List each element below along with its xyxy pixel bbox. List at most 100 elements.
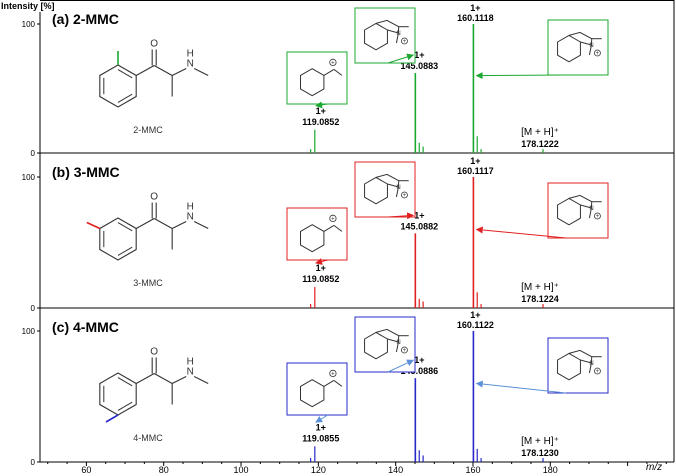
oxygen-atom: O: [150, 39, 158, 50]
bond: [135, 65, 155, 76]
benzene-ring: [99, 217, 137, 261]
peak-charge: 1+: [414, 210, 424, 220]
peak-label: 178.1222: [521, 139, 559, 149]
fragment-bond: [333, 224, 343, 232]
fragment-bond: [588, 44, 592, 56]
cation-charge-icon: [401, 37, 408, 45]
peak-label: 145.0886: [401, 366, 439, 376]
plus-sign: +: [331, 216, 335, 222]
peak-label: 145.0883: [401, 61, 439, 71]
peak-charge: 1+: [414, 355, 424, 365]
plus-sign: +: [331, 371, 335, 377]
bond: [153, 373, 173, 384]
fragment-bond: [333, 69, 343, 76]
peak-charge: 1+: [414, 50, 424, 60]
x-tick-label: 140: [388, 465, 403, 475]
fragment-bond: [588, 362, 592, 374]
x-tick-label: 100: [234, 465, 249, 475]
bond: [193, 68, 209, 76]
bond: [171, 221, 187, 229]
methyl-substituent: [86, 221, 101, 230]
x-axis-title: m/z: [646, 462, 662, 473]
fragment-arrow: [315, 101, 328, 109]
plus-sign: +: [403, 348, 407, 354]
peak-charge: 1+: [470, 3, 480, 13]
cation-charge-icon: [401, 346, 408, 354]
peak-charge: 1+: [470, 156, 480, 166]
peak-charge: 1+: [316, 263, 326, 273]
fragment-box: [286, 207, 348, 261]
fragment-bond: [395, 186, 399, 198]
fragment-bond: [395, 32, 399, 44]
peak-label: 145.0882: [401, 221, 439, 231]
bond: [135, 218, 155, 229]
compound-label: 4-MMC: [133, 433, 163, 443]
fragment-box: [354, 161, 416, 218]
fragment-arrow: [475, 226, 567, 239]
compound-label: 2-MMC: [133, 125, 163, 135]
peak-label: 178.1224: [521, 294, 559, 304]
fragment-bond: [323, 68, 335, 76]
benzene-ring: [99, 372, 137, 416]
peak-label: 178.1230: [521, 448, 559, 458]
x-tick-label: 120: [311, 465, 326, 475]
cation-charge-icon: [594, 212, 601, 220]
peak-label: 160.1118: [457, 13, 494, 23]
plus-sign: +: [403, 193, 407, 199]
benzene-ring: [99, 64, 137, 108]
panel-title: (a) 2-MMC: [52, 11, 119, 27]
peak-label: 119.0852: [302, 274, 339, 284]
amine-hydrogen: H: [187, 357, 194, 368]
fragment-box: [354, 7, 416, 64]
peak-label: 160.1122: [457, 320, 494, 330]
x-tick-label: 160: [465, 465, 480, 475]
ring-double-bond: [117, 69, 133, 79]
fragment-arrow: [387, 53, 414, 64]
bond: [171, 376, 187, 384]
fragment-box: [286, 362, 348, 416]
cation-charge-icon: [401, 191, 408, 199]
panel-title: (c) 4-MMC: [52, 319, 119, 335]
peak-label: 119.0852: [302, 117, 339, 127]
peak-charge: 1+: [316, 106, 326, 116]
fragment-bond: [333, 379, 343, 387]
peak-label: 160.1117: [457, 166, 494, 176]
fragment-box: [547, 182, 609, 239]
plus-sign: +: [403, 39, 407, 45]
fragment-arrow: [475, 380, 567, 394]
ring-double-bond: [117, 401, 133, 411]
bond: [153, 65, 173, 76]
plus-sign: +: [596, 369, 600, 375]
cation-charge-icon: [594, 367, 601, 375]
x-tick-label: 80: [159, 465, 169, 475]
bond: [153, 218, 173, 229]
fragment-box: [286, 51, 348, 105]
y-tick-label: 0: [31, 149, 36, 158]
ion-label: [M + H]⁺: [521, 127, 559, 138]
bond: [193, 376, 209, 384]
cation-charge-icon: [329, 369, 337, 377]
ring-double-bond: [117, 93, 133, 103]
ring-double-bond: [117, 246, 133, 256]
fragment-arrow: [387, 359, 414, 373]
peak-label: 119.0855: [302, 433, 339, 443]
plus-sign: +: [596, 214, 600, 220]
fragment-arrow: [315, 258, 328, 265]
ion-label: [M + H]⁺: [521, 282, 559, 293]
ring-double-bond: [117, 377, 133, 387]
bond: [171, 68, 187, 76]
amine-atom: N: [187, 59, 194, 70]
methyl-substituent: [105, 414, 119, 423]
bond: [135, 373, 155, 384]
fragment-arrow: [475, 72, 567, 80]
compound-label: 3-MMC: [133, 278, 163, 288]
y-tick-label: 100: [22, 173, 36, 182]
peak-charge: 1+: [316, 422, 326, 432]
cation-charge-icon: [594, 49, 601, 57]
fragment-bond: [588, 207, 592, 219]
